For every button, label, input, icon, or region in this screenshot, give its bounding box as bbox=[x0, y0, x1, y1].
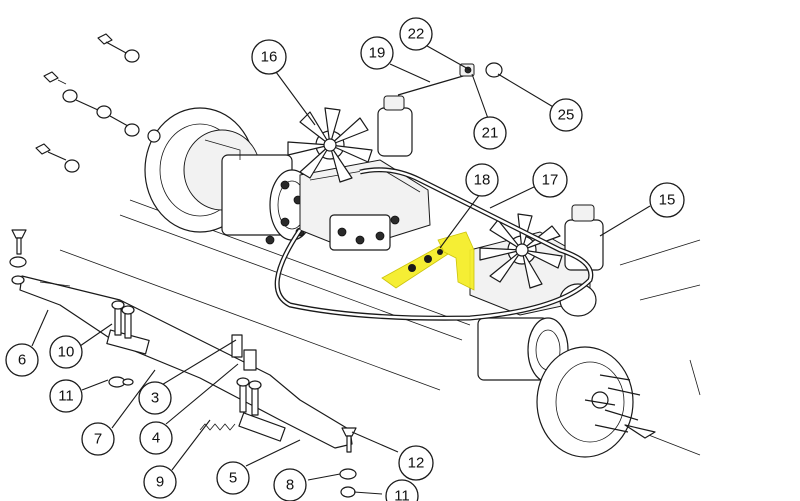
highlighted-idler-bracket bbox=[381, 231, 475, 291]
callout-18-label: 18 bbox=[474, 172, 491, 189]
callout-19-label: 19 bbox=[369, 45, 386, 62]
callout-4: 4 bbox=[139, 421, 173, 455]
callout-5-label: 5 bbox=[229, 470, 237, 487]
callout-3-label: 3 bbox=[151, 390, 159, 407]
callout-7-label: 7 bbox=[94, 431, 102, 448]
right-transaxle bbox=[469, 204, 604, 383]
callout-8-label: 8 bbox=[286, 477, 294, 494]
callout-11-lower-label: 11 bbox=[394, 488, 410, 501]
callout-4-label: 4 bbox=[152, 430, 160, 447]
callout-6: 6 bbox=[5, 343, 39, 377]
callout-6-label: 6 bbox=[18, 352, 26, 369]
left-transaxle bbox=[287, 95, 431, 251]
leader-lines bbox=[31, 41, 651, 495]
callout-11-lower: 11 bbox=[385, 479, 419, 501]
callout-12: 12 bbox=[398, 445, 434, 481]
callout-18: 18 bbox=[465, 163, 499, 197]
callout-10-label: 10 bbox=[58, 344, 75, 361]
left-fan bbox=[287, 107, 373, 183]
left-hub-assembly bbox=[144, 107, 315, 245]
callout-11-upper-label: 11 bbox=[58, 388, 74, 405]
callout-16: 16 bbox=[251, 39, 287, 75]
callout-15: 15 bbox=[649, 182, 685, 218]
callout-8: 8 bbox=[273, 468, 307, 501]
callout-12-label: 12 bbox=[408, 455, 425, 472]
callout-7: 7 bbox=[81, 422, 115, 456]
callout-10: 10 bbox=[49, 335, 83, 369]
callout-15-label: 15 bbox=[659, 192, 676, 209]
callout-3: 3 bbox=[138, 381, 172, 415]
callout-16-label: 16 bbox=[261, 49, 278, 66]
drive-belt bbox=[274, 167, 594, 321]
left-bolts bbox=[35, 33, 161, 173]
right-wheel-hub bbox=[536, 346, 656, 458]
callout-22-label: 22 bbox=[408, 26, 425, 43]
callout-21: 21 bbox=[473, 116, 507, 150]
callout-19: 19 bbox=[360, 36, 394, 70]
callout-21-label: 21 bbox=[482, 125, 499, 142]
callout-17-label: 17 bbox=[542, 172, 559, 189]
callout-9-label: 9 bbox=[156, 474, 164, 491]
callout-9: 9 bbox=[143, 465, 177, 499]
right-fan bbox=[479, 213, 563, 289]
callout-25-label: 25 bbox=[558, 107, 575, 124]
callout-25: 25 bbox=[549, 98, 583, 132]
callout-5: 5 bbox=[216, 461, 250, 495]
control-linkage bbox=[9, 229, 357, 498]
callout-17: 17 bbox=[532, 162, 568, 198]
control-rod bbox=[397, 62, 503, 96]
callout-11-upper: 11 bbox=[49, 379, 83, 413]
callout-22: 22 bbox=[399, 17, 433, 51]
